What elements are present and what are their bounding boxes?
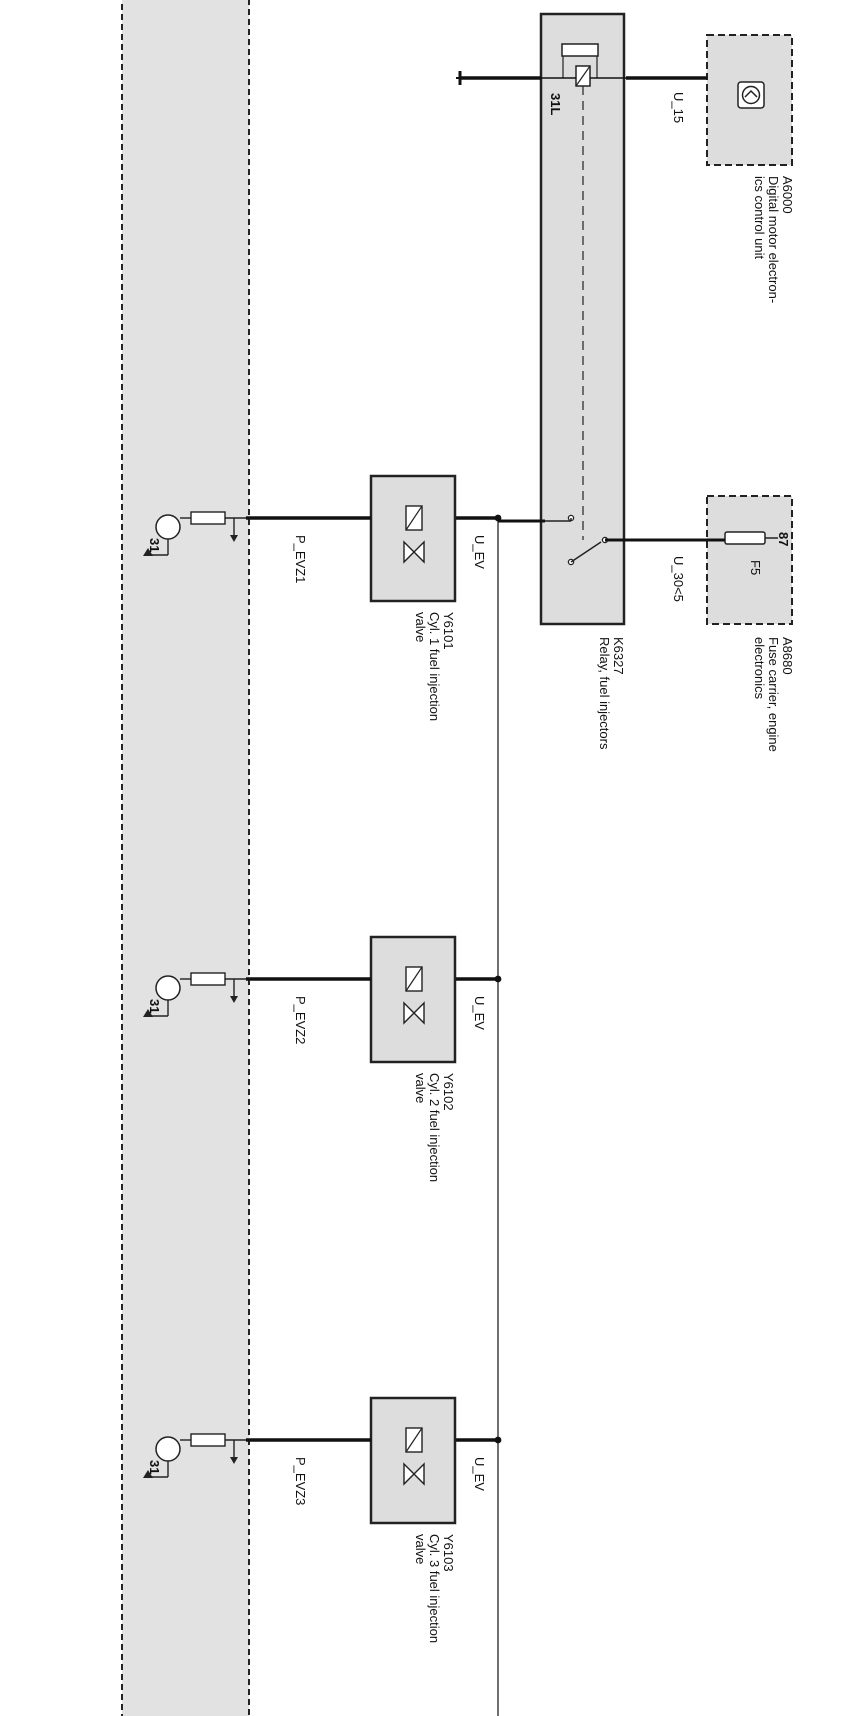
wire-label-u-ev-2: U_EV <box>472 996 487 1030</box>
output-driver-cyl3 <box>143 1433 246 1478</box>
a6000-label: A6000 Digital motor electron- ics contro… <box>752 176 795 304</box>
a6000-control-unit <box>706 34 793 166</box>
wire-u-ev-bus <box>497 517 545 1716</box>
a8680-fuse-carrier <box>706 495 793 625</box>
ground-label-31-cyl3: 31 <box>147 1460 162 1475</box>
fuse-f5-icon <box>724 531 778 545</box>
a6000-code: A6000 <box>780 176 795 214</box>
y6103-code: Y6103 <box>441 1534 456 1572</box>
k6327-label: K6327 Relay, fuel injectors <box>597 637 626 750</box>
k6327-desc-line-1: Relay, fuel injectors <box>597 637 612 750</box>
wire-label-u-ev-1: U_EV <box>472 535 487 569</box>
a8680-desc-line-1: Fuse carrier, engine <box>766 637 781 752</box>
a8680-code: A8680 <box>780 637 795 675</box>
y6101-label: Y6101 Cyl. 1 fuel injection valve <box>413 612 456 722</box>
a6000-desc-line-2: ics control unit <box>752 176 767 260</box>
a8680-desc-line-2: electronics <box>752 637 767 700</box>
y6103-desc-line-2: valve <box>413 1534 428 1565</box>
k6327-relay <box>539 12 626 626</box>
wire-label-u30: U_30<5 <box>671 556 686 602</box>
y6103-desc-line-1: Cyl. 3 fuel injection <box>427 1534 442 1644</box>
wire-label-p-evz3: P_EVZ3 <box>293 1457 308 1506</box>
a8680-label: A8680 Fuse carrier, engine electronics <box>752 637 795 752</box>
pin-label-87: 87 <box>776 532 791 547</box>
injector-valve-icon <box>403 1427 425 1486</box>
y6102-desc-line-2: valve <box>413 1073 428 1104</box>
y6103-label: Y6103 Cyl. 3 fuel injection valve <box>413 1534 456 1644</box>
wire-u15 <box>456 71 707 85</box>
injector-cyl1 <box>143 474 502 603</box>
injector-cyl2 <box>143 935 502 1064</box>
fuse-label-f5: F5 <box>748 560 763 576</box>
control-unit-panel <box>121 0 250 1716</box>
ground-label-31-cyl1: 31 <box>147 538 162 553</box>
y6102-desc-line-1: Cyl. 2 fuel injection <box>427 1073 442 1183</box>
wire-label-u15: U_15 <box>671 92 686 124</box>
output-driver-cyl1 <box>143 511 246 556</box>
output-driver-cyl2 <box>143 972 246 1017</box>
injector-valve-icon <box>403 505 425 564</box>
a6000-desc-line-1: Digital motor electron- <box>766 176 781 304</box>
relay-coil-icon <box>561 43 599 87</box>
injector-valve-icon <box>403 966 425 1025</box>
pin-label-31l: 31L <box>548 93 563 116</box>
relay-switch-contact-icon <box>545 514 609 566</box>
y6101-code: Y6101 <box>441 612 456 650</box>
k6327-code: K6327 <box>611 637 626 675</box>
y6102-label: Y6102 Cyl. 2 fuel injection valve <box>413 1073 456 1183</box>
ground-label-31-cyl2: 31 <box>147 999 162 1014</box>
y6102-code: Y6102 <box>441 1073 456 1111</box>
wire-label-p-evz1: P_EVZ1 <box>293 535 308 584</box>
ecu-connector-icon <box>737 81 765 109</box>
y6101-desc-line-1: Cyl. 1 fuel injection <box>427 612 442 722</box>
wire-label-p-evz2: P_EVZ2 <box>293 996 308 1045</box>
y6101-desc-line-2: valve <box>413 612 428 643</box>
injector-cyl3 <box>143 1396 502 1525</box>
wire-label-u-ev-3: U_EV <box>472 1457 487 1491</box>
